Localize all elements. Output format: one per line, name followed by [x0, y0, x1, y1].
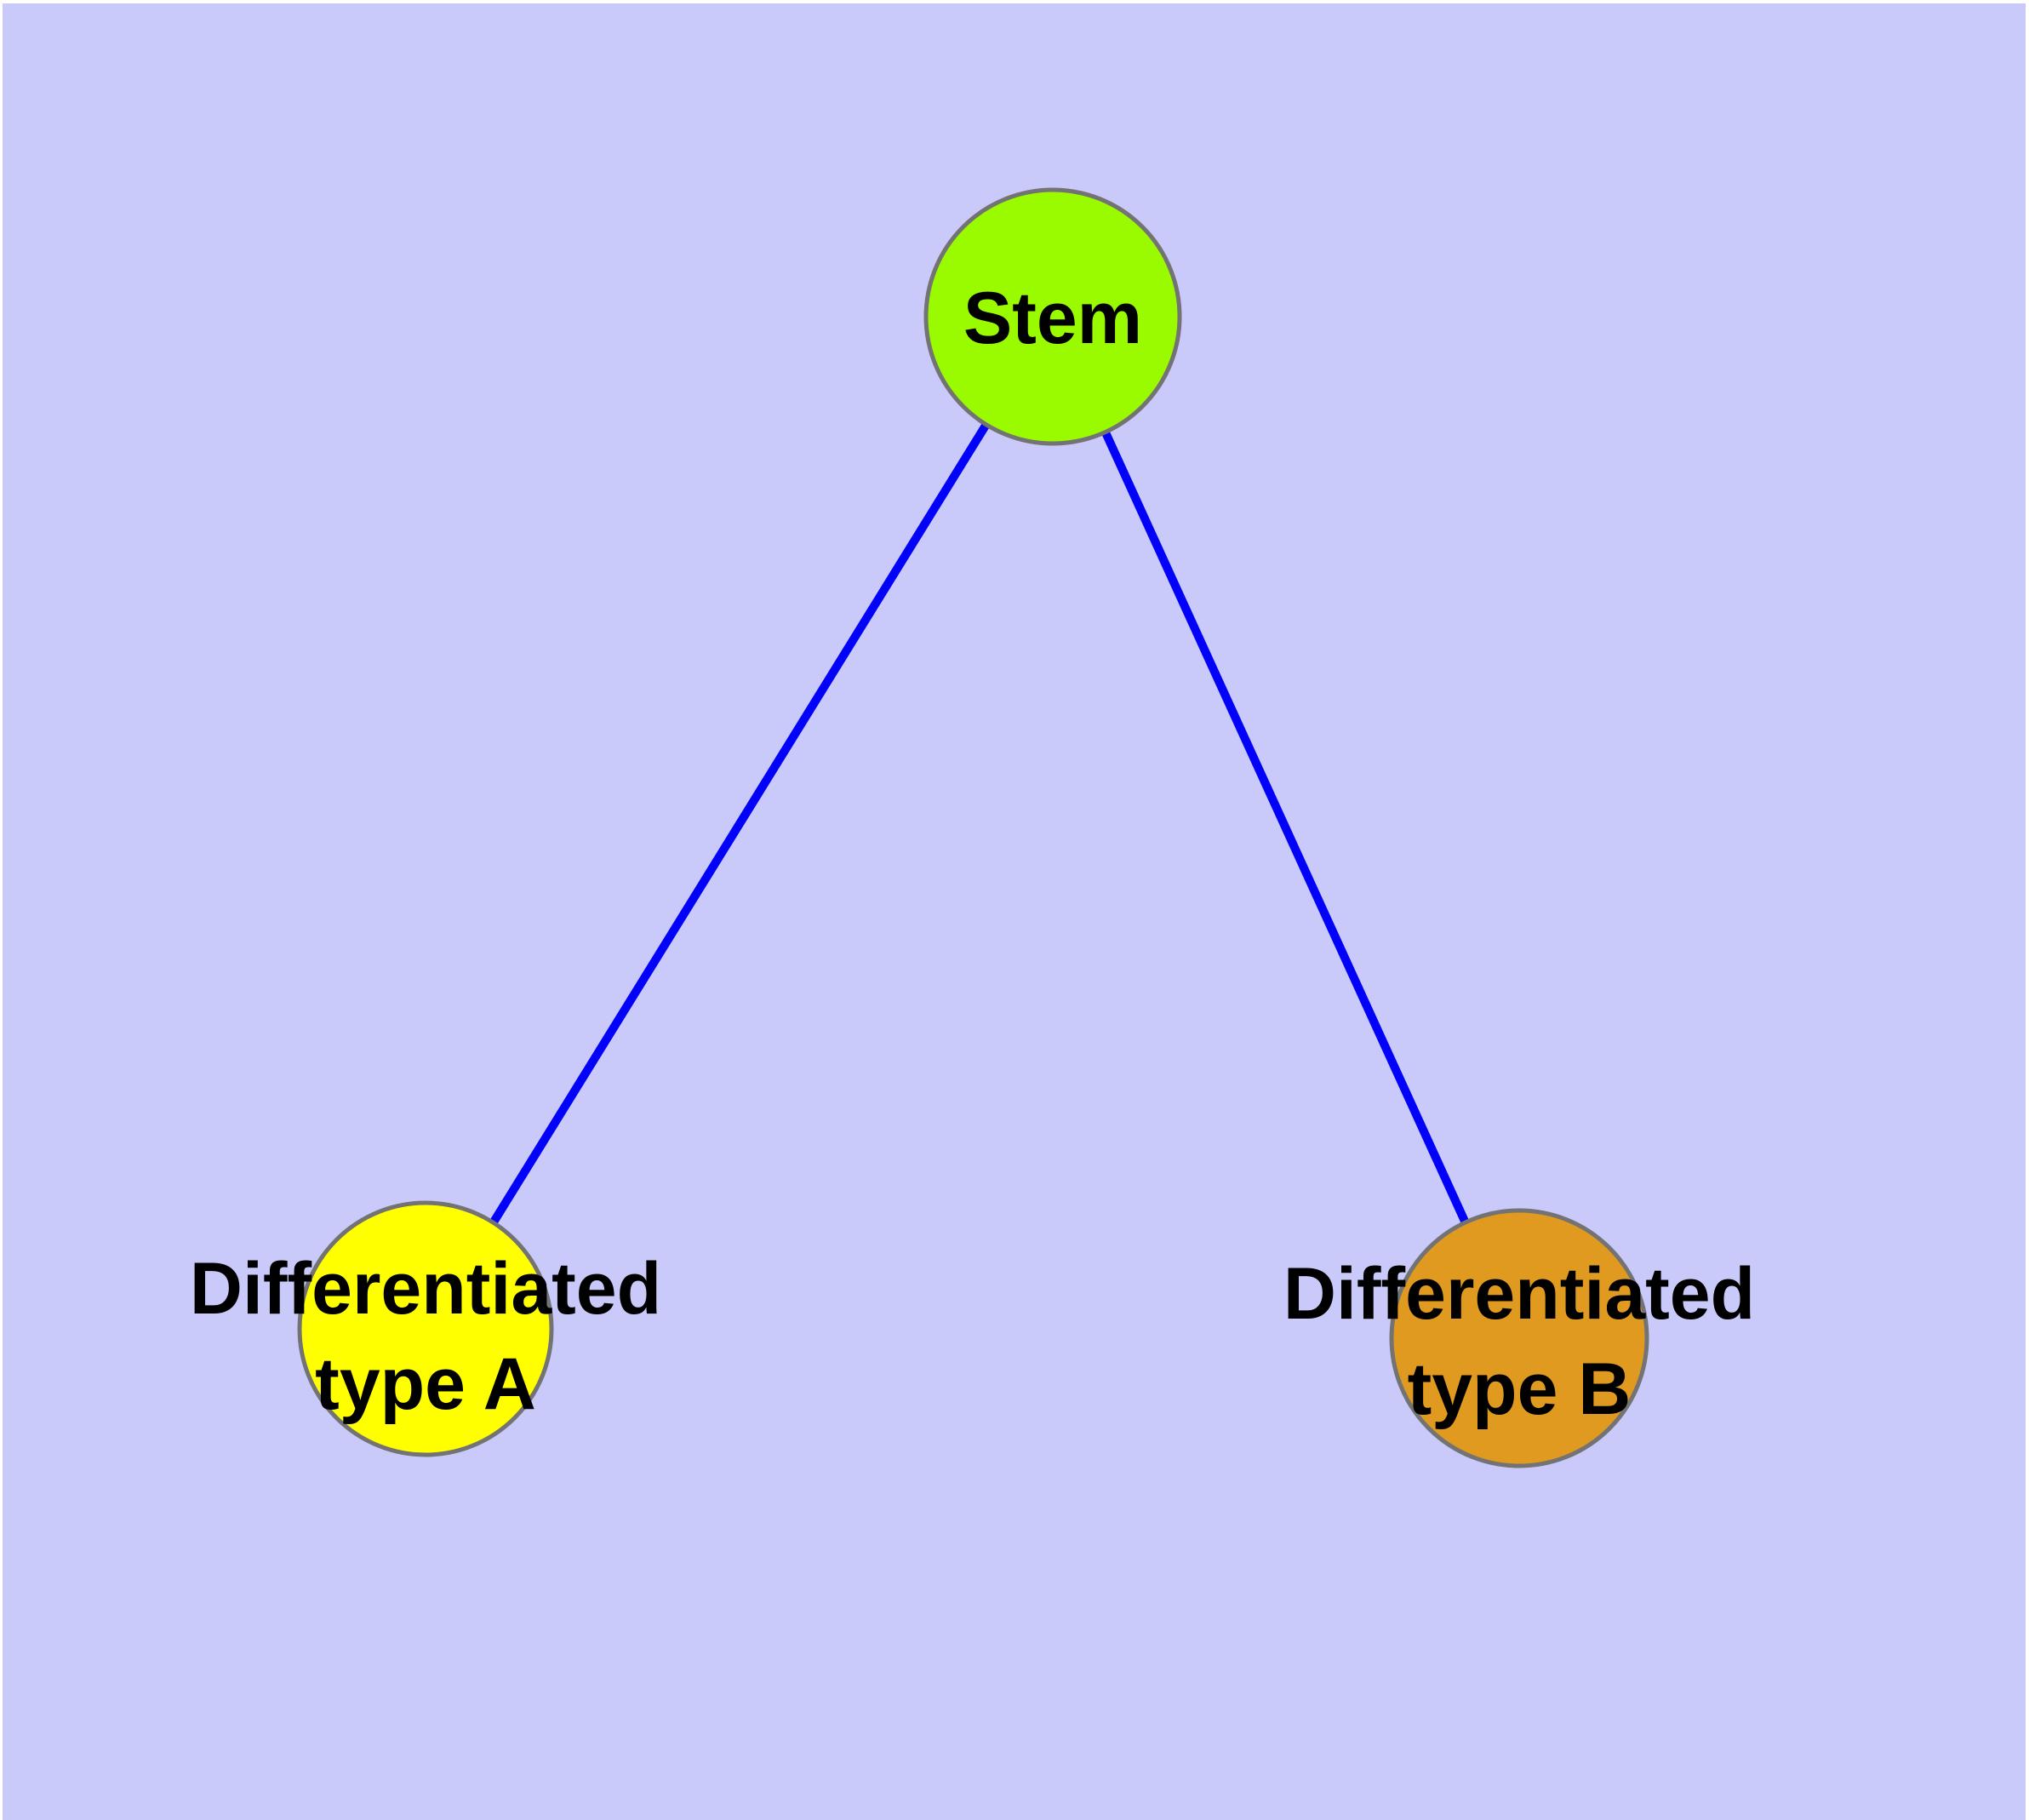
node-type-b-label-line1: Differentiated: [1283, 1253, 1756, 1335]
node-type-b-circle: [1389, 1208, 1649, 1468]
node-type-a-circle: [297, 1200, 554, 1457]
node-type-a-label: Differentiated type A: [190, 1241, 661, 1432]
edge-stem-to-type-b: [1049, 314, 1523, 1343]
node-stem-circle: [923, 187, 1182, 446]
node-stem-label: Stem: [963, 278, 1143, 359]
node-type-a-label-line1: Differentiated: [189, 1248, 662, 1330]
node-type-b-label: Differentiated type B: [1283, 1246, 1755, 1437]
node-type-b-label-line2: type B: [1407, 1348, 1632, 1430]
node-type-a-label-line2: type A: [315, 1343, 536, 1425]
edge-stem-to-type-a: [421, 314, 1057, 1335]
